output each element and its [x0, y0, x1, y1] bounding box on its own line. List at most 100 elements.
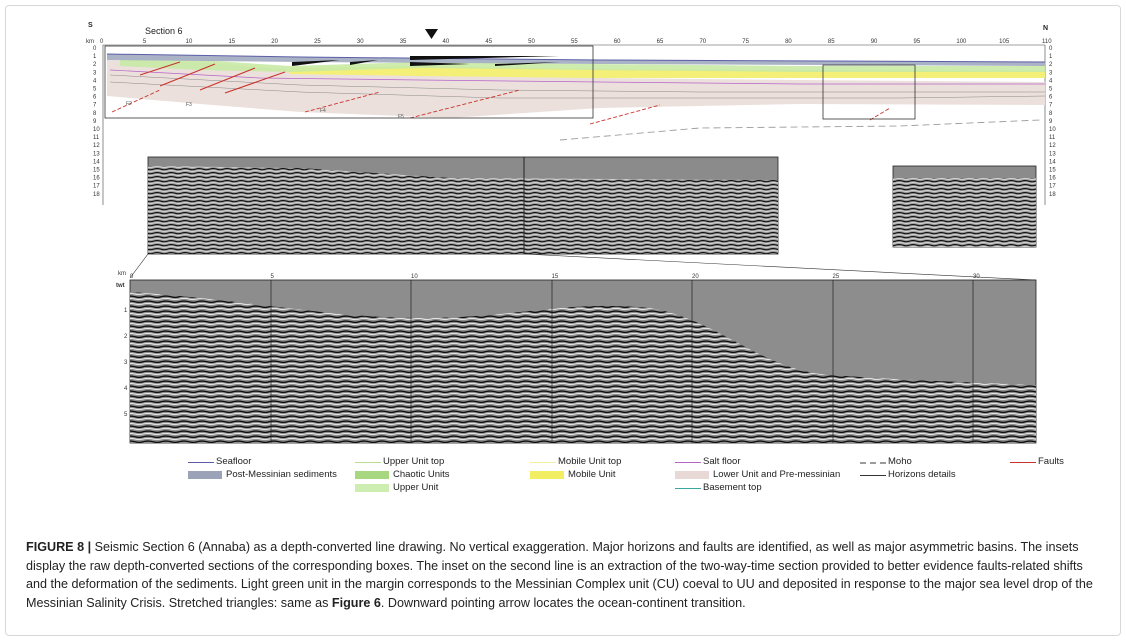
fault-label: F4: [320, 108, 326, 114]
twt-km-tick: 15: [552, 274, 559, 280]
depth-tick-label: 16: [93, 176, 100, 182]
legend-swatch: [355, 471, 389, 479]
direction-right: N: [1043, 25, 1049, 32]
depth-tick-label: 6: [93, 95, 97, 101]
km-tick-label: 65: [657, 39, 664, 45]
depth-tick-label: 11: [93, 135, 100, 141]
depth-tick-label: 2: [1049, 62, 1053, 68]
legend-label: Post-Messinian sediments: [226, 469, 337, 480]
depth-tick-label: 2: [93, 62, 97, 68]
raw-depth-inset-right: [892, 165, 1037, 248]
legend-swatch: [188, 471, 222, 479]
km-tick-label: 35: [400, 39, 407, 45]
twt-km-tick: 0: [130, 274, 134, 280]
depth-tick-label: 12: [93, 143, 100, 149]
km-tick-label: 30: [357, 39, 364, 45]
depth-tick-label: 5: [1049, 87, 1053, 93]
depth-tick-label: 12: [1049, 143, 1056, 149]
km-tick-label: 75: [742, 39, 749, 45]
twt-km-tick: 5: [271, 274, 275, 280]
legend-swatch: [530, 471, 564, 479]
legend-label: Lower Unit and Pre-messinian: [713, 469, 841, 480]
km-tick-label: 15: [228, 39, 235, 45]
depth-tick-label: 10: [93, 127, 100, 133]
fault-label: F2: [126, 101, 132, 107]
two-way-time-inset: [129, 279, 1037, 444]
ocean-continent-transition-arrow: [425, 29, 438, 39]
cross-section-line-drawing: [104, 29, 1046, 141]
depth-tick-label: 8: [93, 111, 97, 117]
legend-swatch: [1010, 462, 1036, 463]
legend-swatch: [675, 462, 701, 463]
km-tick-label: 80: [785, 39, 792, 45]
depth-tick-label: 9: [93, 119, 97, 125]
legend-label: Basement top: [703, 482, 762, 493]
legend-swatch: [530, 462, 556, 463]
legend-swatch: [188, 462, 214, 463]
depth-tick-label: 14: [1049, 159, 1056, 165]
legend-label: Seafloor: [216, 456, 252, 467]
legend-label: Horizons details: [888, 469, 956, 480]
depth-tick-label: 16: [1049, 176, 1056, 182]
twt-label: twt: [116, 283, 125, 289]
depth-tick-label: 10: [1049, 127, 1056, 133]
depth-tick-label: 4: [1049, 78, 1053, 84]
km-tick-label: 110: [1042, 39, 1052, 45]
caption-label: FIGURE 8 |: [26, 540, 92, 554]
legend-label: Moho: [888, 456, 912, 467]
km-tick-label: 45: [485, 39, 492, 45]
km-tick-label: 25: [314, 39, 321, 45]
km-tick-label: 55: [571, 39, 578, 45]
depth-tick-label: 15: [93, 168, 100, 174]
depth-tick-label: 9: [1049, 119, 1053, 125]
depth-tick-label: 3: [1049, 70, 1053, 76]
km-tick-label: 20: [271, 39, 278, 45]
depth-tick-label: 13: [93, 151, 100, 157]
depth-tick-label: 14: [93, 159, 100, 165]
km-tick-label: 105: [999, 39, 1010, 45]
depth-tick-label: 0: [1049, 46, 1053, 52]
depth-tick-label: 5: [93, 87, 97, 93]
twt-km-tick: 20: [692, 274, 699, 280]
depth-tick-label: 13: [1049, 151, 1056, 157]
legend-swatch: [355, 462, 381, 463]
depth-tick-label: 8: [1049, 111, 1053, 117]
depth-tick-label: 4: [93, 78, 97, 84]
fault-label: F3: [186, 102, 192, 108]
km-tick-label: 95: [914, 39, 921, 45]
depth-tick-label: 1: [1049, 54, 1053, 60]
depth-tick-label: 7: [93, 103, 97, 109]
raw-depth-inset-left: [147, 156, 779, 255]
legend-label: Salt floor: [703, 456, 741, 467]
twt-time-tick: 4: [124, 386, 128, 392]
twt-km-tick: 30: [973, 274, 980, 280]
legend-label: Upper Unit: [393, 482, 439, 493]
legend-label: Chaotic Units: [393, 469, 450, 480]
km-tick-label: 40: [443, 39, 450, 45]
km-tick-label: 90: [871, 39, 878, 45]
km-tick-label: 0: [100, 39, 104, 45]
depth-tick-label: 7: [1049, 103, 1053, 109]
km-tick-label: 70: [699, 39, 706, 45]
depth-tick-label: 0: [93, 46, 97, 52]
legend-label: Faults: [1038, 456, 1064, 467]
depth-tick-label: 1: [93, 54, 97, 60]
depth-tick-label: 17: [1049, 184, 1056, 190]
km-tick-label: 50: [528, 39, 535, 45]
depth-tick-label: 17: [93, 184, 100, 190]
caption-text: Seismic Section 6 (Annaba) as a depth-co…: [26, 540, 1093, 610]
twt-time-tick: 1: [124, 308, 128, 314]
twt-km-label: km: [118, 271, 126, 277]
km-tick-label: 10: [186, 39, 193, 45]
km-tick-label: 60: [614, 39, 621, 45]
twt-time-tick: 2: [124, 334, 128, 340]
depth-tick-label: 6: [1049, 95, 1053, 101]
legend-swatch: [675, 488, 701, 489]
twt-km-tick: 25: [833, 274, 840, 280]
twt-km-tick: 10: [411, 274, 418, 280]
caption-ref[interactable]: Figure 6: [331, 595, 381, 610]
